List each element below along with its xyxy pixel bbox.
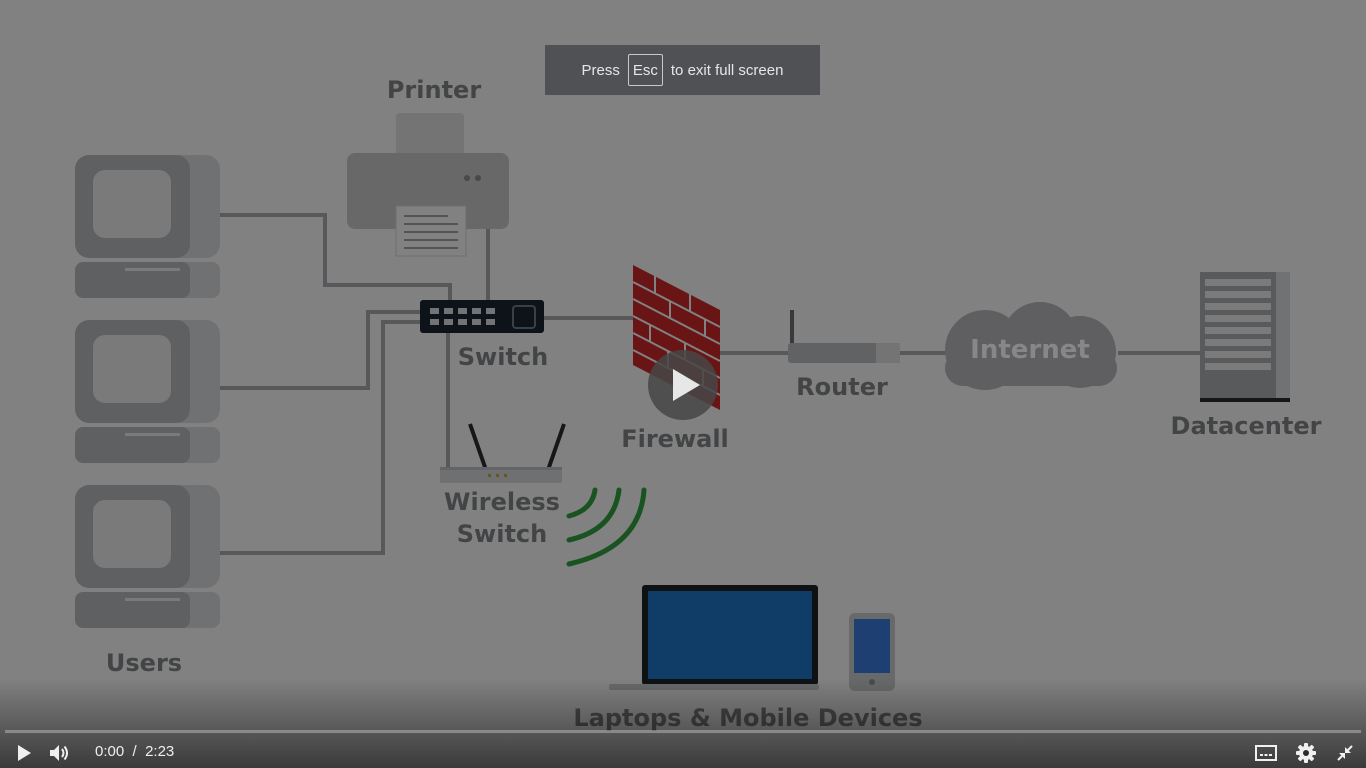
- control-bar: 0:00 / 2:23: [0, 735, 1366, 768]
- duration: 2:23: [145, 743, 175, 760]
- current-time: 0:00: [95, 743, 125, 760]
- switch-icon: [420, 300, 544, 333]
- router-icon: [788, 310, 900, 363]
- phone-icon: [849, 613, 895, 691]
- internet-label: Internet: [970, 335, 1090, 365]
- settings-button[interactable]: [1291, 738, 1321, 768]
- fullscreen-toast: Press Esc to exit full screen: [545, 45, 820, 95]
- gear-icon: [1296, 743, 1316, 763]
- volume-button[interactable]: [45, 738, 75, 768]
- big-play-button[interactable]: [648, 350, 718, 420]
- wireless-label-line2: Switch: [457, 520, 547, 548]
- network-cables: [220, 213, 1200, 555]
- router-label: Router: [796, 373, 888, 401]
- progress-bar[interactable]: [5, 730, 1361, 733]
- toast-text-after: to exit full screen: [670, 61, 784, 79]
- wifi-waves-icon: [566, 487, 647, 567]
- play-icon: [18, 745, 31, 761]
- firewall-label: Firewall: [621, 425, 729, 453]
- time-separator: /: [132, 743, 137, 760]
- cloud-icon: [945, 302, 1117, 390]
- printer-label: Printer: [387, 76, 481, 104]
- captions-icon: [1255, 745, 1277, 761]
- laptop-icon: [609, 585, 819, 690]
- exit-fullscreen-button[interactable]: [1330, 738, 1360, 768]
- printer-icon: [347, 113, 509, 257]
- switch-label: Switch: [458, 343, 548, 371]
- toast-text-before: Press: [581, 61, 620, 79]
- wireless-label-line1: Wireless: [444, 488, 560, 516]
- play-button[interactable]: [9, 738, 39, 768]
- user-computer-icon: [75, 485, 220, 628]
- wireless-switch-icon: [440, 423, 566, 483]
- exit-fullscreen-icon: [1337, 745, 1353, 761]
- esc-key: Esc: [627, 54, 663, 86]
- datacenter-icon: [1200, 272, 1290, 402]
- captions-button[interactable]: [1251, 738, 1281, 768]
- user-computer-icon: [75, 155, 220, 298]
- devices-label: Laptops & Mobile Devices: [573, 704, 922, 732]
- users-label: Users: [106, 649, 182, 677]
- time-display: 0:00 / 2:23: [95, 743, 174, 760]
- play-icon: [673, 369, 700, 401]
- volume-icon: [50, 745, 68, 761]
- user-computer-icon: [75, 320, 220, 463]
- datacenter-label: Datacenter: [1171, 412, 1322, 440]
